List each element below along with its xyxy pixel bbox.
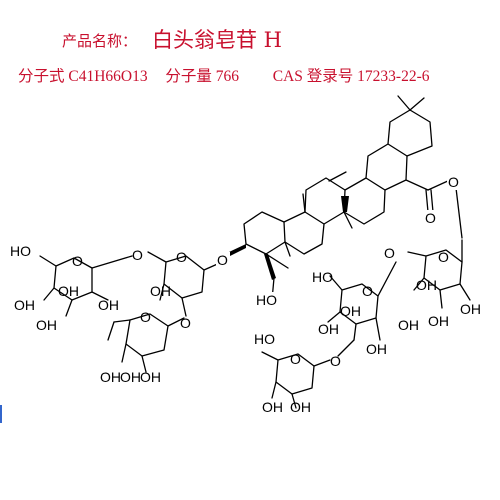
atom-o-c3: O <box>217 252 228 268</box>
atom-oh-glc-mid-1: OH <box>340 303 361 319</box>
atom-oh-rha-left-3: OH <box>140 369 161 385</box>
atom-ho-c23: HO <box>256 292 277 308</box>
atom-o-ester: O <box>448 174 459 190</box>
atom-oh-ara: OH <box>150 283 171 299</box>
chemical-structure: O HO O O O O OH O HO O OH OH OH OH O OH … <box>10 95 481 415</box>
atom-o-ara-rha: O <box>180 315 191 331</box>
atom-oh-glc-left-4: OH <box>98 297 119 313</box>
core-methyls <box>284 193 353 257</box>
mw-value: 766 <box>215 68 240 85</box>
glucose-ring-middle <box>327 261 397 357</box>
atom-oh-glc-right-3: OH <box>428 313 449 329</box>
formula-value: C41H66O13 <box>68 68 148 85</box>
atom-oh-rha-left-1: OH <box>100 369 121 385</box>
atom-o-glc-mid-ring: O <box>362 283 373 299</box>
ester-group <box>405 179 463 239</box>
atom-oh-glc-left-2: OH <box>14 297 35 313</box>
atom-ho-glc-left: HO <box>10 243 31 259</box>
atom-oh-glc-right-2: OH <box>398 317 419 333</box>
info-row: 分子式 C41H66O13 分子量 766 CAS 登录号 17233-22-6 <box>18 64 488 86</box>
ring-b <box>283 211 325 255</box>
rhamnose-ring-left <box>107 313 185 373</box>
atom-oh-rha-left-2: OH <box>120 369 141 385</box>
atom-oh-glc-mid-3: OH <box>366 341 387 357</box>
atom-oh-glc-mid-2: OH <box>318 321 339 337</box>
c3-linkage <box>229 244 246 256</box>
ring-e <box>365 109 433 191</box>
atom-o-ara-ring: O <box>176 249 187 265</box>
atom-oh-rha-right-2: OH <box>290 399 311 415</box>
atom-ho-glc-mid: HO <box>312 269 333 285</box>
gem-dimethyl <box>397 95 425 111</box>
cas-value: 17233-22-6 <box>357 68 430 85</box>
edge-marker <box>0 405 2 423</box>
structure-diagram: O HO O O O O OH O HO O OH OH OH OH O OH … <box>0 88 500 500</box>
atom-o-glc-right-link: O <box>384 245 395 261</box>
atom-ho-rha-right: HO <box>254 331 275 347</box>
atom-o-rha-left-ring: O <box>140 309 151 325</box>
atom-oh-rha-right-1: OH <box>262 399 283 415</box>
atom-o-glc-mid-rha: O <box>330 353 341 369</box>
atom-o-carbonyl: O <box>425 210 436 226</box>
ring-d <box>328 171 386 225</box>
atom-o-ara-glc: O <box>132 247 143 263</box>
ring-a <box>243 211 286 255</box>
title-row: 产品名称： 白头翁皂苷 H <box>0 24 500 54</box>
product-name-label: 产品名称： <box>62 32 138 50</box>
glucose-ring-right-top <box>407 239 471 309</box>
formula-label: 分子式 <box>18 68 65 85</box>
atom-oh-glc-left-1: OH <box>58 283 79 299</box>
atom-labels: O HO O O O O OH O HO O OH OH OH OH O OH … <box>10 174 481 415</box>
atom-o-glc-right-ring: O <box>438 249 449 265</box>
atom-oh-glc-right-1: OH <box>416 277 437 293</box>
glucose-ring-left <box>39 255 133 317</box>
ring-c <box>304 177 346 225</box>
atom-oh-glc-left-3: OH <box>36 317 57 333</box>
atom-o-rha-right-ring: O <box>290 351 301 367</box>
atom-oh-glc-right-4: OH <box>460 301 481 317</box>
rhamnose-ring-right <box>261 351 331 409</box>
mw-label: 分子量 <box>165 68 212 85</box>
atom-o-glc-left-ring: O <box>72 253 83 269</box>
product-name: 白头翁皂苷 H <box>152 28 282 52</box>
cas-label: CAS 登录号 <box>272 68 354 85</box>
